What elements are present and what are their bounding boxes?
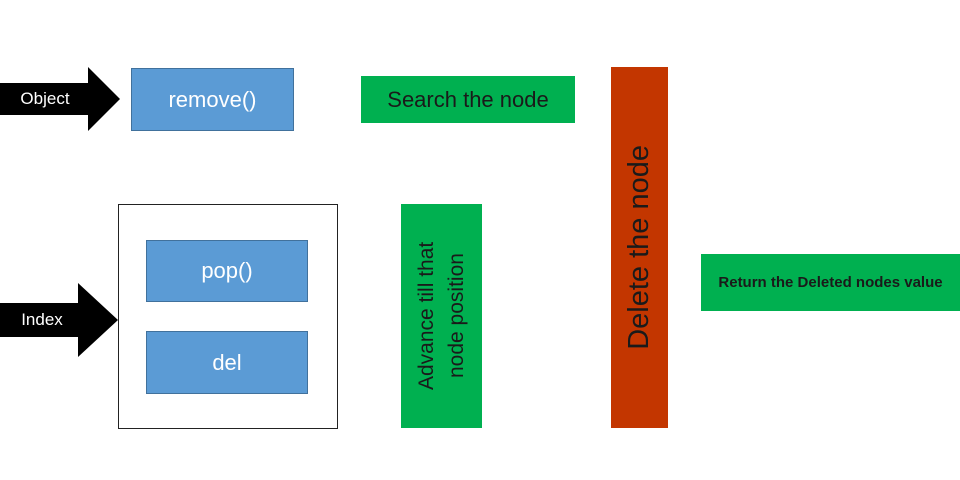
del-method-label: del bbox=[212, 349, 242, 375]
pop-method-box: pop() bbox=[146, 240, 308, 302]
pop-method-label: pop() bbox=[201, 258, 253, 283]
return-value-label: Return the Deleted nodes value bbox=[718, 273, 943, 291]
search-node-label: Search the node bbox=[387, 86, 549, 112]
del-method-box: del bbox=[146, 331, 308, 394]
delete-node-step: Delete the node bbox=[611, 67, 668, 428]
return-value-step: Return the Deleted nodes value bbox=[701, 254, 960, 311]
delete-node-label: Delete the node bbox=[623, 145, 655, 350]
search-node-step: Search the node bbox=[361, 76, 575, 123]
object-arrow: Object bbox=[0, 67, 120, 131]
object-arrow-icon bbox=[0, 67, 120, 131]
index-arrow-icon bbox=[0, 283, 118, 357]
advance-node-step: Advance till that node position bbox=[401, 204, 482, 428]
index-arrow: Index bbox=[0, 283, 120, 357]
index-label: Index bbox=[21, 310, 63, 329]
index-methods-group bbox=[118, 204, 338, 429]
advance-node-label: Advance till that node position bbox=[414, 241, 468, 391]
remove-method-label: remove() bbox=[168, 86, 257, 112]
remove-method-box: remove() bbox=[131, 68, 294, 131]
object-label: Object bbox=[20, 89, 70, 108]
